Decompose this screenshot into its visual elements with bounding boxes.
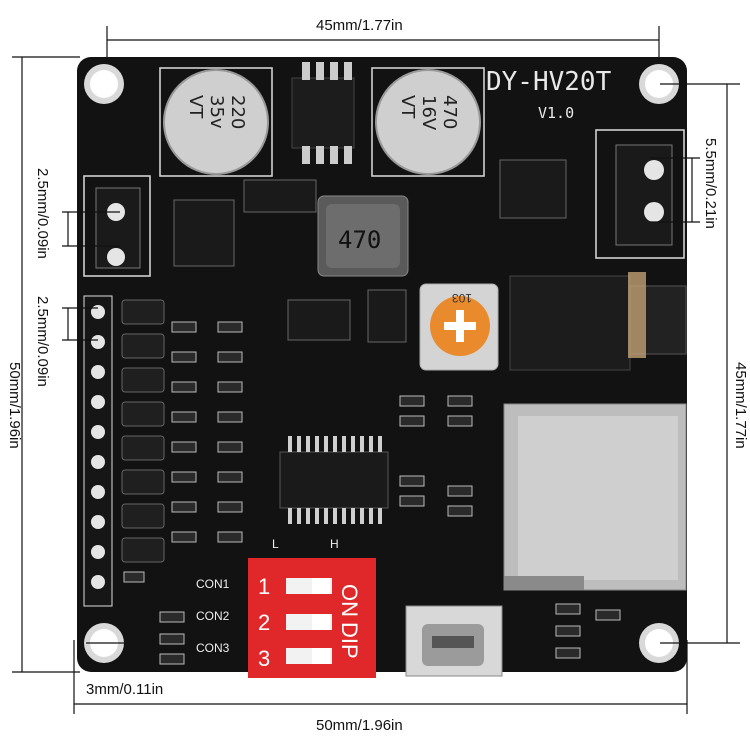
cap-left-line1: 220 <box>227 95 248 129</box>
cap-right-line2: 16V <box>418 95 439 131</box>
dim-left-height: 50mm/1.96in <box>6 362 23 449</box>
dim-right-connector: 5.5mm/0.21in <box>702 138 719 229</box>
dip-l-label: L <box>272 537 279 551</box>
dip-switch: 1 2 3 ON DIP <box>248 558 376 678</box>
board-version-label: V1.0 <box>538 104 574 122</box>
con3-label: CON3 <box>196 641 230 655</box>
dip-h-label: H <box>330 537 339 551</box>
dip-num-2: 2 <box>258 610 270 635</box>
cap-right-line1: 470 <box>439 95 460 129</box>
cap-right-line3: VT <box>397 95 418 119</box>
left-terminal-block <box>83 175 151 277</box>
push-buttons <box>121 299 165 563</box>
pin-header <box>83 295 113 607</box>
right-terminal-block <box>595 129 685 259</box>
potentiometer: 103 <box>419 283 499 371</box>
inductor-code: 470 <box>338 226 381 254</box>
dim-bottom-width: 50mm/1.96in <box>316 717 403 734</box>
dip-on-label: ON <box>337 584 362 617</box>
dim-right-height: 45mm/1.77in <box>732 362 749 449</box>
con1-label: CON1 <box>196 577 230 591</box>
top-ic-chip <box>291 62 355 164</box>
dip-num-3: 3 <box>258 646 270 671</box>
inductor: 470 <box>317 195 409 277</box>
audio-jack <box>509 272 687 371</box>
dimension-lines <box>12 26 740 714</box>
dim-hole-margin: 3mm/0.11in <box>86 681 163 698</box>
main-ic <box>279 436 389 524</box>
dim-left-connector: 2.5mm/0.09in <box>34 168 51 259</box>
dip-dip-label: DIP <box>337 622 362 659</box>
dim-header-pitch: 2.5mm/0.09in <box>34 296 51 387</box>
con2-label: CON2 <box>196 609 230 623</box>
capacitor-left: 220 35v VT <box>159 67 273 177</box>
dim-top-width: 45mm/1.77in <box>316 17 403 34</box>
cap-left-line3: VT <box>185 95 206 119</box>
cap-left-line2: 35v <box>206 95 227 129</box>
pot-code: 103 <box>452 291 472 305</box>
sd-card-slot <box>503 403 687 591</box>
board-model-label: DY-HV20T <box>486 67 612 97</box>
dip-num-1: 1 <box>258 574 270 599</box>
capacitor-right: 470 16V VT <box>371 67 485 177</box>
micro-usb-port <box>405 605 503 677</box>
smd-components <box>123 321 621 665</box>
